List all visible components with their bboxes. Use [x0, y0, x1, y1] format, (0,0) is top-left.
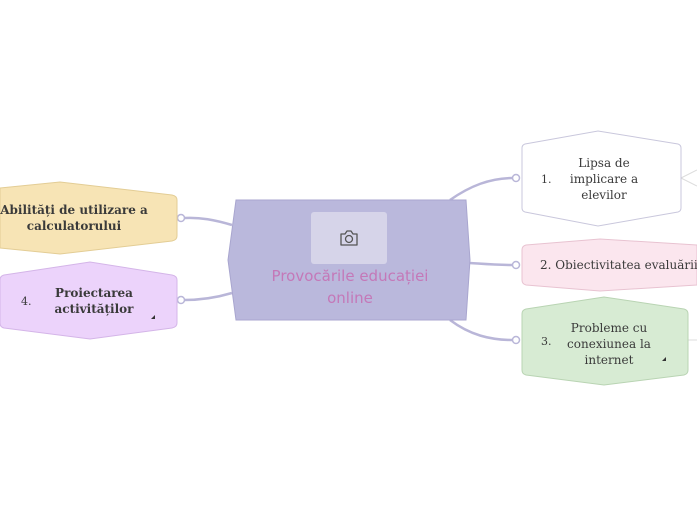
node-label-probleme: Probleme cu conexiunea la internet — [567, 321, 651, 367]
node-number: 1. — [541, 173, 552, 186]
sub-connector — [680, 169, 697, 179]
connector-lipsa — [449, 176, 514, 202]
node-label-obiectivitatea: 2. Obiectivitatea evaluării — [540, 258, 697, 272]
node-abilitati[interactable] — [0, 181, 178, 255]
node-number: 4. — [21, 295, 32, 308]
connector-probleme — [449, 318, 514, 342]
central-title: Provocările educației online — [271, 267, 429, 307]
connector-dot-lipsa[interactable] — [511, 173, 521, 183]
node-label-lipsa: Lipsa de implicare a elevilor — [569, 156, 639, 202]
node-label-proiectarea: Proiectarea activităților — [54, 286, 134, 316]
sub-connector — [680, 177, 697, 187]
camera-icon — [340, 230, 358, 246]
collapse-indicator[interactable] — [662, 357, 666, 361]
node-probleme[interactable] — [521, 296, 689, 386]
collapse-indicator[interactable] — [151, 315, 155, 319]
connector-dot-obiectivitatea[interactable] — [511, 260, 521, 270]
connector-dot-proiectarea[interactable] — [176, 295, 186, 305]
connector-dot-abilitati[interactable] — [176, 213, 186, 223]
node-number: 3. — [541, 335, 552, 348]
node-proiectarea[interactable] — [0, 261, 178, 340]
connector-obiectivitatea — [469, 261, 514, 267]
connector-proiectarea — [183, 291, 233, 302]
connector-abilitati — [183, 216, 233, 227]
node-lipsa[interactable] — [521, 130, 682, 227]
image-placeholder[interactable] — [311, 212, 387, 264]
node-obiectivitatea[interactable] — [521, 238, 697, 292]
node-label-abilitati: Abilități de utilizare a calculatorului — [0, 203, 148, 233]
connector-dot-probleme[interactable] — [511, 335, 521, 345]
